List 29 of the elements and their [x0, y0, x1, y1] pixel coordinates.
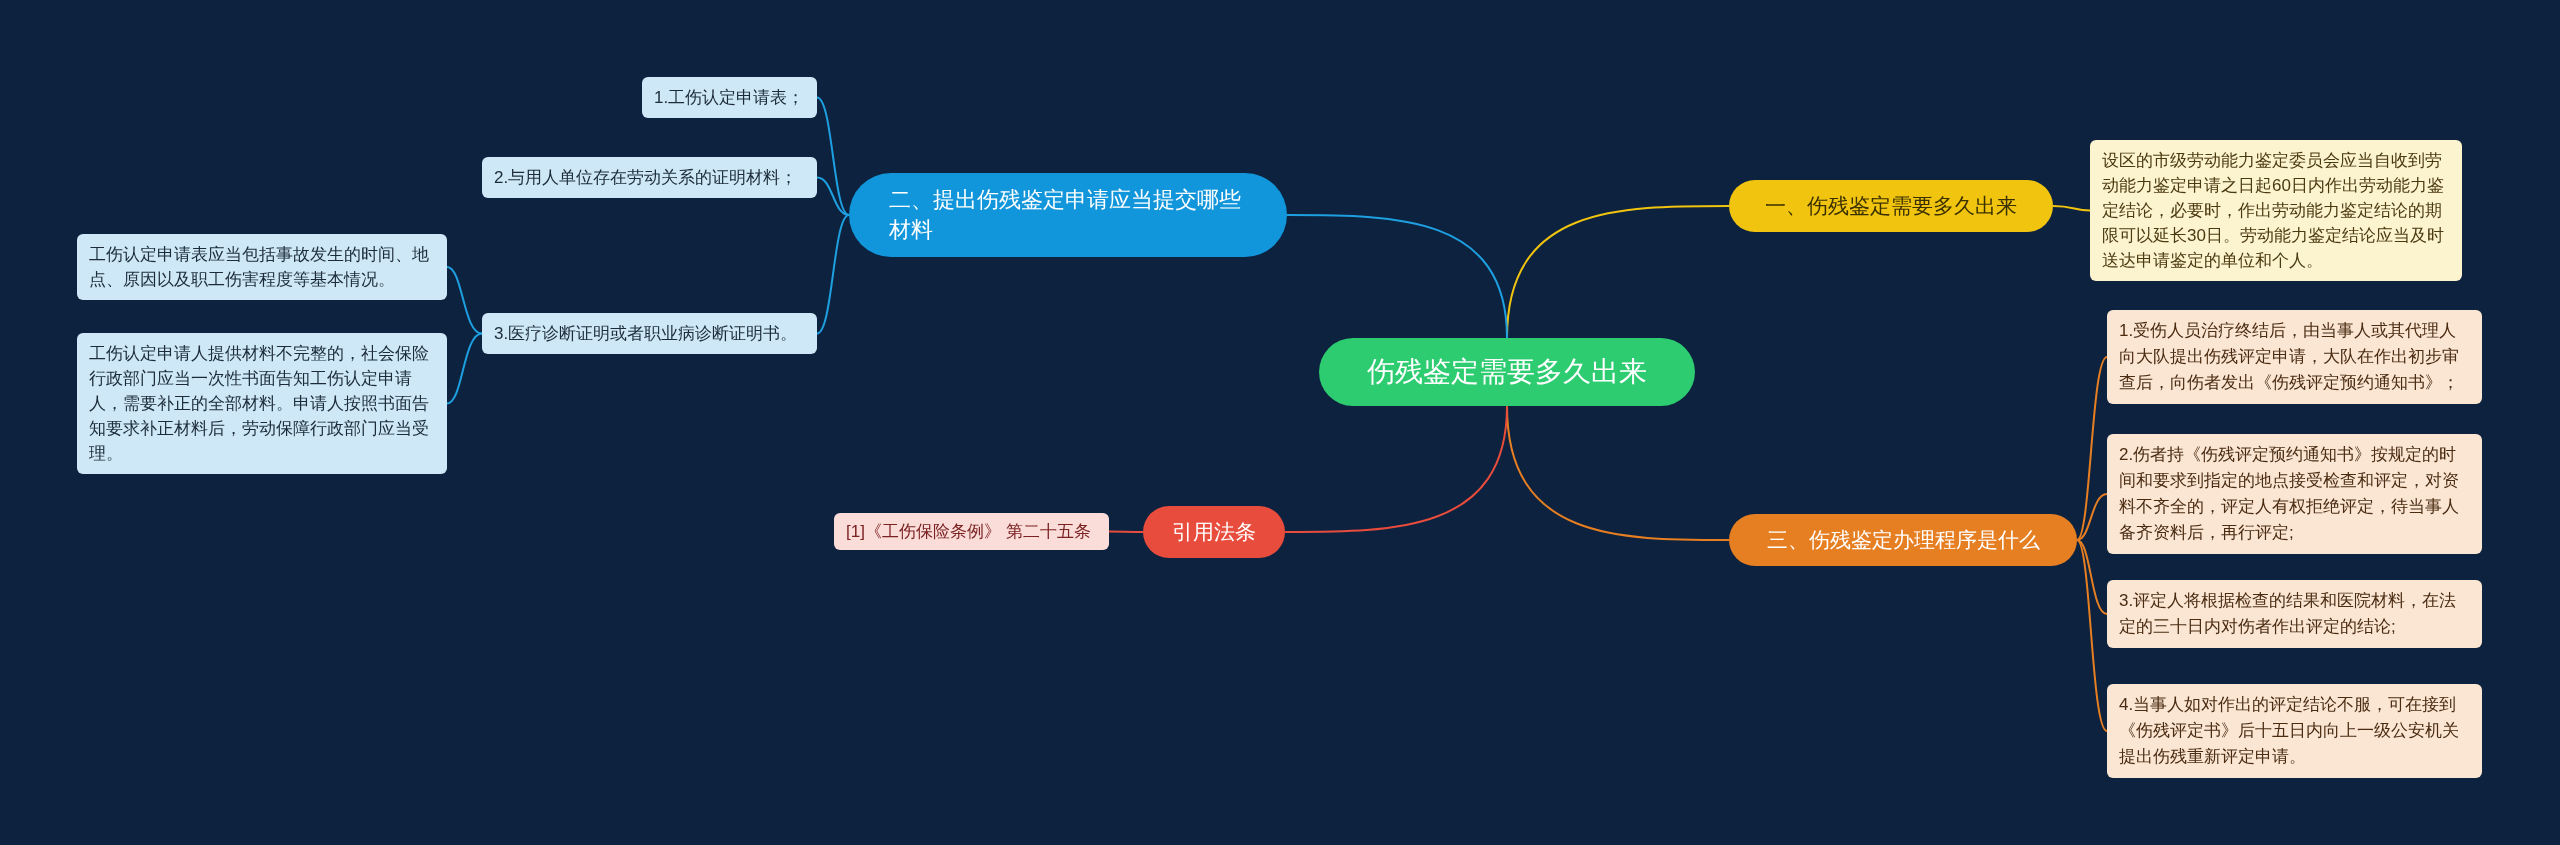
connector-line	[2052, 205, 2091, 212]
connector-line	[1286, 214, 1508, 339]
connector-line	[1284, 405, 1508, 533]
note-card: 工伤认定申请人提供材料不完整的，社会保险行政部门应当一次性书面告知工伤认定申请人，需要补正的全部材料。申请人按照书面告知要求补正材料后，劳动保障行政部门应当受理。	[77, 333, 447, 474]
connector-line	[446, 332, 483, 405]
connector-line	[2076, 539, 2108, 615]
connector-line	[816, 176, 850, 216]
connector-line	[446, 266, 483, 335]
branch-topic-pill: 一、伤残鉴定需要多久出来	[1729, 180, 2053, 232]
note-card: 4.当事人如对作出的评定结论不服，可在接到《伤残评定书》后十五日内向上一级公安机关提出伤残重新评定申请。	[2107, 684, 2482, 778]
note-card: 设区的市级劳动能力鉴定委员会应当自收到劳动能力鉴定申请之日起60日内作出劳动能力鉴定结论，必要时，作出劳动能力鉴定结论的期限可以延长30日。劳动能力鉴定结论应当及时送达申请鉴定的单位和个人。	[2090, 140, 2462, 281]
note-card: 2.与用人单位存在劳动关系的证明材料；	[482, 157, 817, 198]
note-card: 3.医疗诊断证明或者职业病诊断证明书。	[482, 313, 817, 354]
connector-line	[2076, 539, 2108, 732]
connector-line	[1108, 530, 1144, 533]
branch-topic-pill: 二、提出伤残鉴定申请应当提交哪些材料	[849, 173, 1287, 257]
note-card: 1.工伤认定申请表；	[642, 77, 817, 118]
connector-line	[2076, 493, 2108, 541]
note-card: 工伤认定申请表应当包括事故发生的时间、地点、原因以及职工伤害程度等基本情况。	[77, 234, 447, 300]
central-topic-pill: 伤残鉴定需要多久出来	[1319, 338, 1695, 406]
note-card: [1]《工伤保险条例》 第二十五条	[834, 513, 1109, 550]
branch-topic-pill: 引用法条	[1143, 506, 1285, 558]
note-card: 1.受伤人员治疗终结后，由当事人或其代理人向大队提出伤残评定申请，大队在作出初步审查后，向伤者发出《伤残评定预约通知书》；	[2107, 310, 2482, 404]
note-card: 2.伤者持《伤残评定预约通知书》按规定的时间和要求到指定的地点接受检查和评定，对资料不齐全的，评定人有权拒绝评定，待当事人备齐资料后，再行评定;	[2107, 434, 2482, 554]
note-card: 3.评定人将根据检查的结果和医院材料，在法定的三十日内对伤者作出评定的结论;	[2107, 580, 2482, 648]
branch-topic-pill: 三、伤残鉴定办理程序是什么	[1729, 514, 2077, 566]
connector-line	[816, 96, 850, 216]
connector-line	[2076, 356, 2108, 541]
connector-line	[816, 214, 850, 335]
